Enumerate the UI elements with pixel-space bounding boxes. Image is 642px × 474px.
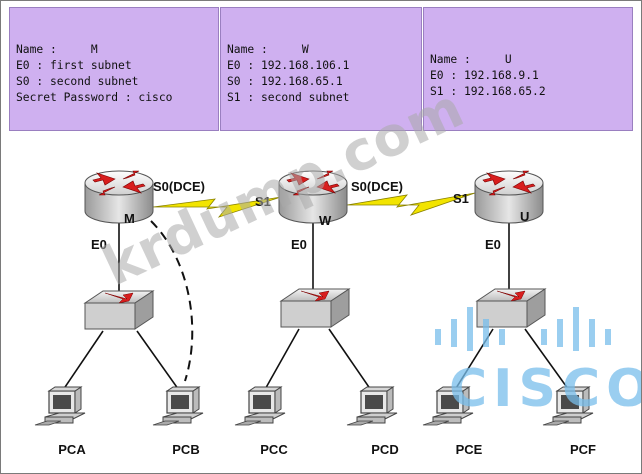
router-u-e0: E0 : 192.168.9.1 [430, 69, 539, 82]
console-cable [150, 220, 194, 382]
pcb-label: PCB [172, 442, 200, 457]
router-w-name: Name : W [227, 43, 309, 56]
m-s0-label: S0(DCE) [153, 179, 206, 194]
pcc-label: PCC [260, 442, 288, 457]
cable-pcc [262, 328, 300, 394]
router-w-label: W [319, 213, 332, 228]
cable-pca [60, 330, 104, 394]
router-u-info-panel: Name : U E0 : 192.168.9.1 S1 : 192.168.6… [423, 7, 633, 131]
w-s0-label: S0(DCE) [351, 179, 404, 194]
router-m-e0: E0 : first subnet [16, 59, 132, 72]
cisco-logo-bars [435, 307, 611, 351]
pcb-icon [152, 386, 204, 426]
u-s1-label: S1 [453, 191, 469, 206]
router-m-name: Name : M [16, 43, 98, 56]
router-m-label: M [124, 211, 135, 226]
pcf-label: PCF [570, 442, 596, 457]
cable-pcb [136, 330, 182, 394]
router-u-icon [474, 170, 544, 224]
router-w-s0: S0 : 192.168.65.1 [227, 75, 343, 88]
router-m-info-panel: Name : M E0 : first subnet S0 : second s… [9, 7, 219, 131]
router-m-secret: Secret Password : cisco [16, 91, 173, 104]
switch-w-icon [280, 288, 350, 328]
pcc-icon [234, 386, 286, 426]
router-u-s1: S1 : 192.168.65.2 [430, 85, 546, 98]
pca-label: PCA [58, 442, 86, 457]
pcd-label: PCD [371, 442, 399, 457]
u-e0-label: E0 [485, 237, 501, 252]
cable-pcd [328, 328, 374, 394]
w-e0-label: E0 [291, 237, 307, 252]
router-w-e0: E0 : 192.168.106.1 [227, 59, 350, 72]
pcd-icon [346, 386, 398, 426]
router-u-label: U [520, 209, 530, 224]
router-m-icon [84, 170, 154, 224]
pce-label: PCE [455, 442, 483, 457]
router-w-info-panel: Name : W E0 : 192.168.106.1 S0 : 192.168… [220, 7, 422, 131]
router-w-s1: S1 : second subnet [227, 91, 350, 104]
pca-icon [34, 386, 86, 426]
router-u-name: Name : U [430, 53, 512, 66]
w-s1-label: S1 [255, 194, 271, 209]
cisco-logo-text: CISCO [449, 359, 642, 419]
m-e0-label: E0 [91, 237, 107, 252]
cable-pcf [524, 328, 572, 394]
router-m-s0: S0 : second subnet [16, 75, 139, 88]
